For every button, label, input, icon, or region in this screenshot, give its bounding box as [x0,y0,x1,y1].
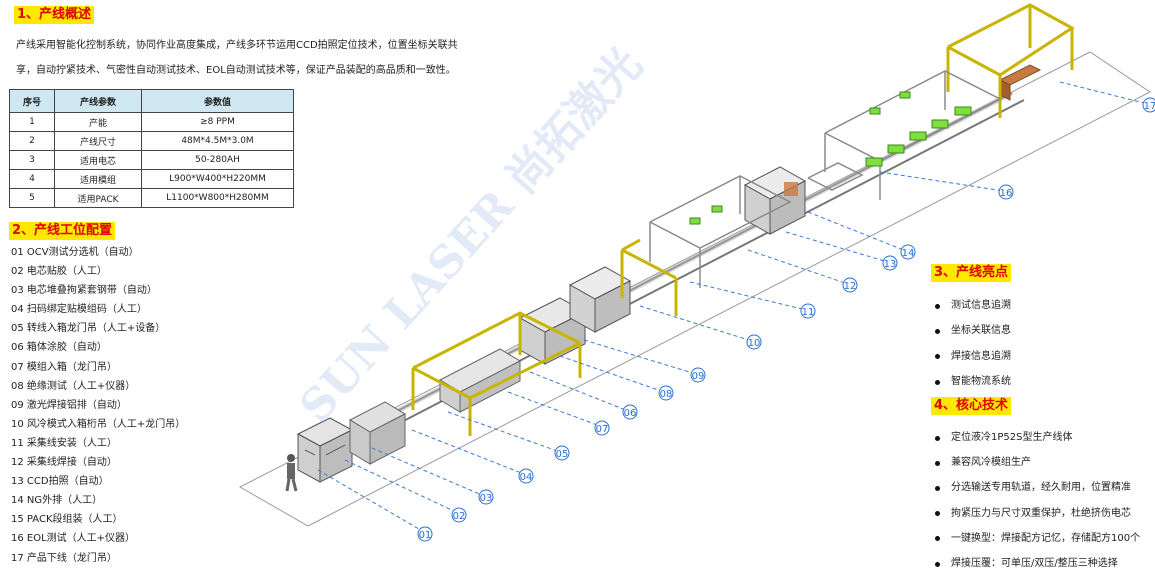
callout-label: 01 [419,530,432,541]
callout-label: 02 [453,511,466,522]
callout-01: 01 [417,526,433,542]
callout-08: 08 [658,385,674,401]
callout-label: 11 [802,307,815,318]
callout-leaders [317,81,1149,533]
station-item: 16 EOL测试（人工+仪器） [11,533,136,545]
callout-03: 03 [478,489,494,505]
callout-12: 12 [842,277,858,293]
callout-label: 08 [660,389,673,400]
core-tech-item: 分选输送专用轨道，经久耐用，位置精准 [935,475,1140,500]
section-title-overview: 1、产线概述 [14,6,95,24]
callout-13: 13 [882,255,898,271]
callout-label: 04 [520,472,533,483]
pack-fixtures [689,91,972,225]
core-tech-item: 一键换型：焊接配方记忆，存储配方100个 [935,526,1140,551]
callout-17: 17 [1142,97,1155,113]
table-header-cell: 参数值 [141,89,294,113]
table-row: 2 产线尺寸 48M*4.5M*3.0M [9,131,294,151]
station-item: 11 采集线安装（人工） [11,437,117,449]
callout-label: 17 [1144,101,1155,112]
callout-label: 10 [748,338,761,349]
highlight-item: 焊接信息追溯 [935,344,1011,369]
callout-label: 13 [884,259,897,270]
core-tech-item: 拘紧压力与尺寸双重保护，杜绝挤伤电芯 [935,501,1140,526]
highlight-item: 智能物流系统 [935,369,1011,394]
callout-label: 09 [692,371,705,382]
section-title-highlights: 3、产线亮点 [931,264,1012,282]
callout-02: 02 [451,507,467,523]
station-item: 15 PACK段组装（人工） [11,514,123,526]
operator-figure [285,454,298,492]
station-item: 14 NG外排（人工） [11,495,103,507]
station-item: 07 模组入箱（龙门吊） [11,361,117,373]
station-item: 09 激光焊接铝排（自动） [11,399,127,411]
callout-label: 12 [844,281,857,292]
callout-label: 06 [624,408,637,419]
callout-05: 05 [554,445,570,461]
station-item: 02 电芯贴胶（人工） [11,266,107,278]
station-item: 12 采集线焊接（自动） [11,457,117,469]
highlight-item: 测试信息追溯 [935,293,1011,318]
station-item: 06 箱体涂胶（自动） [11,342,107,354]
callout-16: 16 [998,184,1014,200]
callout-label: 16 [1000,188,1013,199]
callout-04: 04 [518,468,534,484]
overview-text-line-2: 享，自动拧紧技术、气密性自动测试技术、EOL自动测试技术等，保证产品装配的高品质… [16,65,456,76]
section-title-stations: 2、产线工位配置 [9,222,116,240]
highlight-item: 坐标关联信息 [935,318,1011,343]
station-item: 17 产品下线（龙门吊） [11,552,117,564]
station-list: 01 OCV测试分选机（自动） 02 电芯贴胶（人工） 03 电芯堆叠拘紧套钢带… [11,243,185,568]
callout-label: 05 [556,449,569,460]
callout-07: 07 [594,420,610,436]
core-tech-item: 兼容风冷模组生产 [935,450,1140,475]
callout-label: 14 [902,248,915,259]
parameters-table: 序号 产线参数 参数值 1 产能 ≥8 PPM 2 产线尺寸 48M*4.5M*… [9,89,294,208]
station-item: 08 绝缘测试（人工+仪器） [11,380,136,392]
table-cell: L1100*W800*H280MM [141,188,294,208]
station-item: 03 电芯堆叠拘紧套钢带（自动） [11,285,157,297]
table-header-row: 序号 产线参数 参数值 [9,89,294,113]
callout-label: 07 [596,424,609,435]
section-title-core-tech: 4、核心技术 [931,397,1012,415]
gantry-cranes [411,3,1075,436]
station-item: 10 风冷模式入箱桁吊（人工+龙门吊） [11,418,186,430]
highlights-list: 测试信息追溯 坐标关联信息 焊接信息追溯 智能物流系统 [935,293,1011,394]
overview-text-line-1: 产线采用智能化控制系统，协同作业高度集成，产线多环节运用CCD拍照定位技术，位置… [16,40,458,51]
callout-markers: 01 02 03 04 05 06 07 08 09 10 11 12 13 1… [417,97,1155,542]
core-tech-item: 焊接压覆：可单压/双压/整压三种选择 [935,551,1140,576]
core-tech-item: 定位液冷1P52S型生产线体 [935,425,1140,450]
callout-09: 09 [690,367,706,383]
core-tech-list: 定位液冷1P52S型生产线体 兼容风冷模组生产 分选输送专用轨道，经久耐用，位置… [935,425,1140,576]
callout-14: 14 [900,244,916,260]
callout-11: 11 [800,303,816,319]
equipment-blocks [348,64,1042,465]
callout-10: 10 [746,334,762,350]
station-item: 01 OCV测试分选机（自动） [11,247,139,258]
station-item: 05 转线入箱龙门吊（人工+设备） [11,323,166,335]
station-item: 13 CCD拍照（自动） [11,476,109,488]
table-cell: 5 [9,188,55,208]
table-header-cell: 序号 [9,89,55,113]
station-item: 04 扫码绑定贴模组码（人工） [11,304,147,316]
callout-label: 03 [480,493,493,504]
callout-06: 06 [622,404,638,420]
table-row: 5 适用PACK L1100*W800*H280MM [9,188,294,208]
